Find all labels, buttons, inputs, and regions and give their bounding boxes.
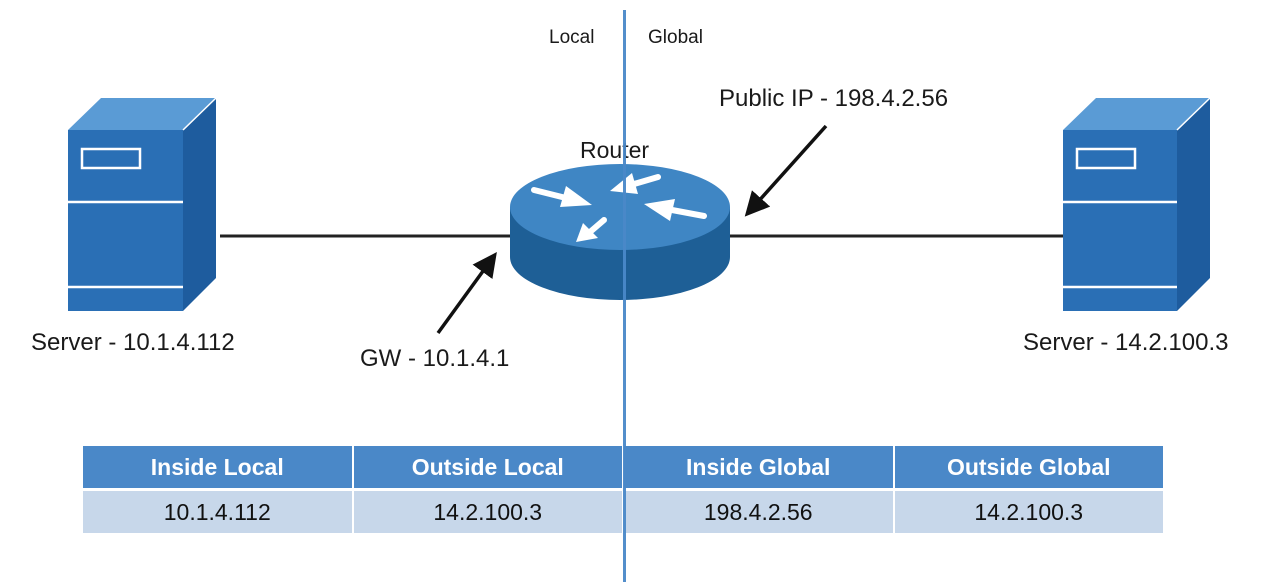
right-server-label: Server - 14.2.100.3	[1023, 329, 1229, 356]
cell-inside-global: 198.4.2.56	[624, 488, 893, 533]
router-label: Router	[580, 137, 650, 163]
public-ip-arrow	[744, 124, 828, 217]
header-inside-global: Inside Global	[624, 446, 893, 488]
table-header-row: Inside Local Outside Local Inside Global…	[83, 446, 1163, 488]
cell-outside-global: 14.2.100.3	[894, 488, 1163, 533]
local-global-divider	[623, 10, 626, 582]
left-server-icon	[68, 97, 217, 311]
left-server-label: Server - 10.1.4.112	[31, 329, 235, 356]
table-row: 10.1.4.112 14.2.100.3 198.4.2.56 14.2.10…	[83, 488, 1163, 533]
gateway-label: GW - 10.1.4.1	[360, 345, 510, 372]
header-inside-local: Inside Local	[83, 446, 352, 488]
local-side-label: Local	[549, 27, 595, 48]
right-server-icon	[1063, 97, 1211, 311]
global-side-label: Global	[648, 27, 703, 48]
cell-outside-local: 14.2.100.3	[353, 488, 622, 533]
router-icon	[510, 164, 730, 300]
public-ip-label: Public IP - 198.4.2.56	[719, 85, 949, 112]
gw-arrow	[436, 252, 497, 335]
nat-address-table: Inside Local Outside Local Inside Global…	[81, 446, 1165, 533]
header-outside-global: Outside Global	[894, 446, 1163, 488]
cell-inside-local: 10.1.4.112	[83, 488, 352, 533]
header-outside-local: Outside Local	[353, 446, 622, 488]
